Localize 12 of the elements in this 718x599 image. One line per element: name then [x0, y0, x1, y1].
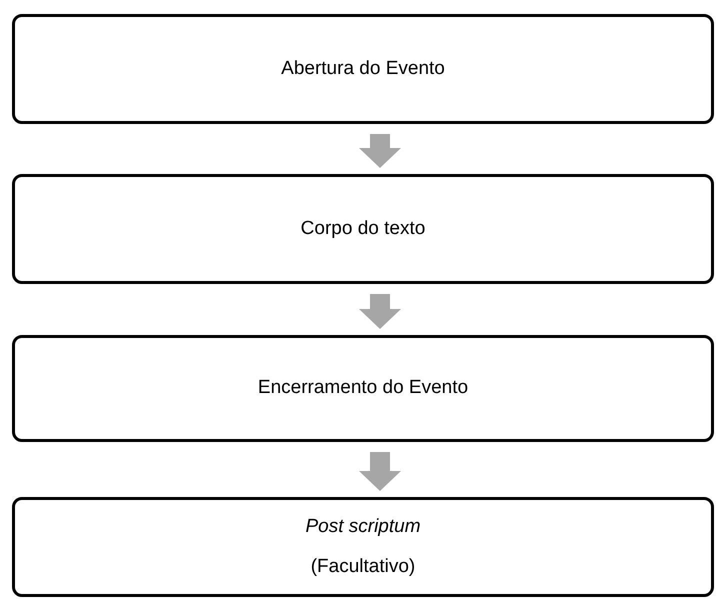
block-arrow	[359, 134, 401, 168]
process-box	[12, 174, 714, 284]
block-arrow	[359, 294, 401, 329]
block-arrow	[359, 452, 401, 491]
box-label: Encerramento do Evento	[258, 376, 468, 400]
process-box	[12, 497, 714, 597]
box-label: (Facultativo)	[310, 555, 416, 579]
process-box	[12, 335, 714, 442]
box-label: Corpo do texto	[300, 216, 426, 241]
box-label: Abertura do Evento	[281, 56, 445, 81]
process-box	[12, 14, 714, 124]
box-label: Post scriptum	[305, 514, 421, 538]
